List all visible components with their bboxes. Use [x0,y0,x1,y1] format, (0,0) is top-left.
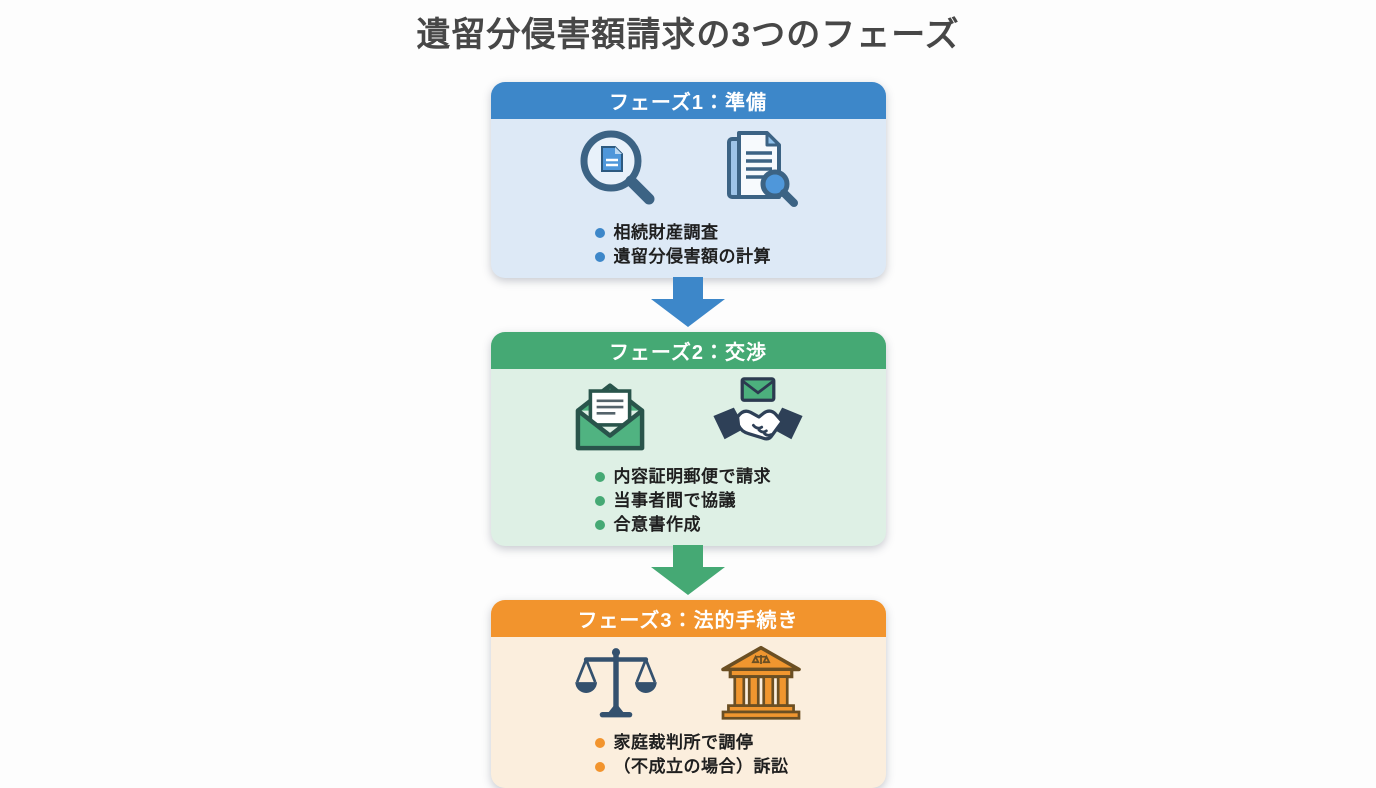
courthouse-icon [718,645,804,726]
bullet-item: 内容証明郵便で請求 [594,465,886,489]
down-arrow-icon [647,545,729,600]
phase3-card: フェーズ3：法的手続き [490,599,886,788]
phase-flow: フェーズ1：準備 [490,81,886,788]
bullet-dot [594,519,605,530]
arrow2-wrap [647,545,729,600]
phase1-bullet-list: 相続財産調査 遺留分侵害額の計算 [594,221,886,269]
phase2-icon-row [491,376,886,460]
bullet-item: 遺留分侵害額の計算 [594,245,886,269]
phase2-header-label: フェーズ2：交渉 [608,341,768,364]
bullet-text: 遺留分侵害額の計算 [613,246,771,266]
phase1-icon-row [491,127,886,216]
magnifier-document-icon [575,127,659,216]
document-magnifier-icon [717,127,801,216]
phase2-header: フェーズ2：交渉 [490,331,886,369]
phase1-header-label: フェーズ1：準備 [608,91,768,114]
bullet-item: 当事者間で協議 [594,489,886,513]
bullet-dot [594,227,605,238]
arrow1-wrap [647,277,729,332]
phase1-card: フェーズ1：準備 [490,81,886,278]
phase1-body: 相続財産調査 遺留分侵害額の計算 [491,119,886,278]
phase3-header: フェーズ3：法的手続き [490,599,886,637]
bullet-dot [594,495,605,506]
phase3-bullet-list: 家庭裁判所で調停 （不成立の場合）訴訟 [594,731,886,779]
phase2-card: フェーズ2：交渉 [490,331,886,546]
bullet-dot [594,761,605,772]
bullet-text: 家庭裁判所で調停 [613,732,754,752]
phase2-body: 内容証明郵便で請求 当事者間で協議 合意書作成 [491,369,886,546]
open-envelope-letter-icon [569,378,651,459]
bullet-text: 合意書作成 [613,514,701,534]
bullet-item: （不成立の場合）訴訟 [594,755,886,779]
bullet-text: 当事者間で協議 [613,490,736,510]
page-title: 遺留分侵害額請求の3つのフェーズ [416,16,960,54]
phase3-header-label: フェーズ3：法的手続き [577,609,799,632]
scales-of-justice-icon [572,645,660,726]
bullet-item: 相続財産調査 [594,221,886,245]
handshake-envelope-icon [709,376,807,460]
bullet-dot [594,471,605,482]
phase1-header: フェーズ1：準備 [490,81,886,119]
bullet-item: 家庭裁判所で調停 [594,731,886,755]
bullet-text: 相続財産調査 [613,222,719,242]
diagram-page: 遺留分侵害額請求の3つのフェーズ フェーズ1：準備 [416,16,960,788]
bullet-dot [594,251,605,262]
phase3-icon-row [491,645,886,726]
phase3-body: 家庭裁判所で調停 （不成立の場合）訴訟 [491,637,886,788]
down-arrow-icon [647,277,729,332]
bullet-text: （不成立の場合）訴訟 [613,756,789,776]
bullet-text: 内容証明郵便で請求 [613,466,771,486]
bullet-item: 合意書作成 [594,513,886,537]
bullet-dot [594,737,605,748]
phase2-bullet-list: 内容証明郵便で請求 当事者間で協議 合意書作成 [594,465,886,537]
